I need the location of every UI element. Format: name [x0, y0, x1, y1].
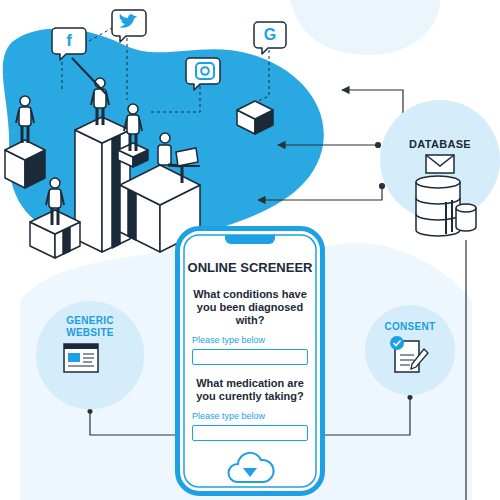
node-icon [390, 336, 428, 372]
isometric-columns-part [118, 143, 148, 157]
connector-dot [407, 395, 412, 400]
database-arrows-part [278, 144, 378, 145]
circle-ground [36, 301, 144, 409]
isometric-columns-part [5, 140, 45, 160]
consent-node: CONSENT [365, 305, 455, 395]
logo-letter: f [66, 32, 72, 49]
sitting-person-part [178, 165, 200, 167]
social-bubbles-part [201, 67, 209, 75]
connector-line [325, 395, 410, 435]
circle-ground [365, 305, 455, 395]
database-arrows-part [380, 184, 385, 189]
node-label: DATABASE [409, 138, 471, 150]
dashed-links-part [62, 56, 63, 92]
isometric-columns-part [30, 210, 80, 234]
social-bubbles-part [112, 10, 146, 42]
people-part [72, 58, 106, 94]
dashed-links-part [127, 38, 128, 100]
phone-frame [178, 229, 323, 494]
people-part [46, 178, 64, 225]
database-arrows-part [376, 143, 381, 148]
social-bubbles-part [52, 28, 86, 60]
isometric-columns-part [63, 227, 70, 254]
logo-letter: G [264, 27, 276, 43]
social-bubbles-part [119, 14, 137, 28]
social-bubbles-part [196, 63, 214, 79]
connector-dot [87, 409, 92, 414]
people [16, 58, 200, 225]
background-blobs [3, 0, 472, 500]
website-node: GENERIC WEBSITE [36, 301, 144, 409]
people-part [16, 96, 34, 143]
dashed-links-part [150, 86, 200, 112]
sitting-person-part [176, 148, 198, 166]
sitting-person-part [158, 145, 171, 165]
isometric-columns-part [120, 165, 200, 205]
people-part [124, 104, 142, 151]
hint-text: Please type below [186, 411, 314, 422]
sitting-person-part [160, 133, 170, 143]
social-bubbles-part [186, 58, 220, 90]
isometric-columns-part [128, 189, 136, 240]
input-field [192, 349, 308, 365]
dashed-links-part [84, 28, 112, 44]
database-arrows-part [465, 240, 466, 500]
sitting-person [158, 133, 200, 183]
circle-outline [365, 305, 455, 395]
input-field [192, 425, 308, 441]
social-bubbles [52, 10, 286, 90]
social-bubbles-part [254, 22, 286, 54]
question-text: What medication are you curently taking? [186, 377, 314, 403]
database-arrows-part [258, 186, 382, 200]
question-text: What conditions have you been diagnosed … [186, 288, 314, 327]
sitting-person-part [168, 165, 182, 183]
people-part [91, 78, 109, 125]
database-arrows-part [342, 90, 403, 118]
circle-outline [380, 100, 500, 220]
node-icon [416, 155, 476, 236]
connector-line [90, 409, 175, 435]
isometric-columns-part [237, 101, 273, 119]
dashed-links-part [258, 50, 269, 101]
node-label: CONSENT [384, 321, 435, 333]
screen-title: ONLINE SCRENEER [186, 260, 314, 276]
phone-screener: ONLINE SCRENEER What conditions have you … [175, 226, 325, 496]
node-icon [64, 344, 98, 372]
database-node: DATABASE [380, 100, 500, 220]
node-label: GENERIC WEBSITE [58, 315, 122, 339]
background-blobs-part [290, 0, 440, 55]
hint-text: Please type below [186, 335, 314, 346]
